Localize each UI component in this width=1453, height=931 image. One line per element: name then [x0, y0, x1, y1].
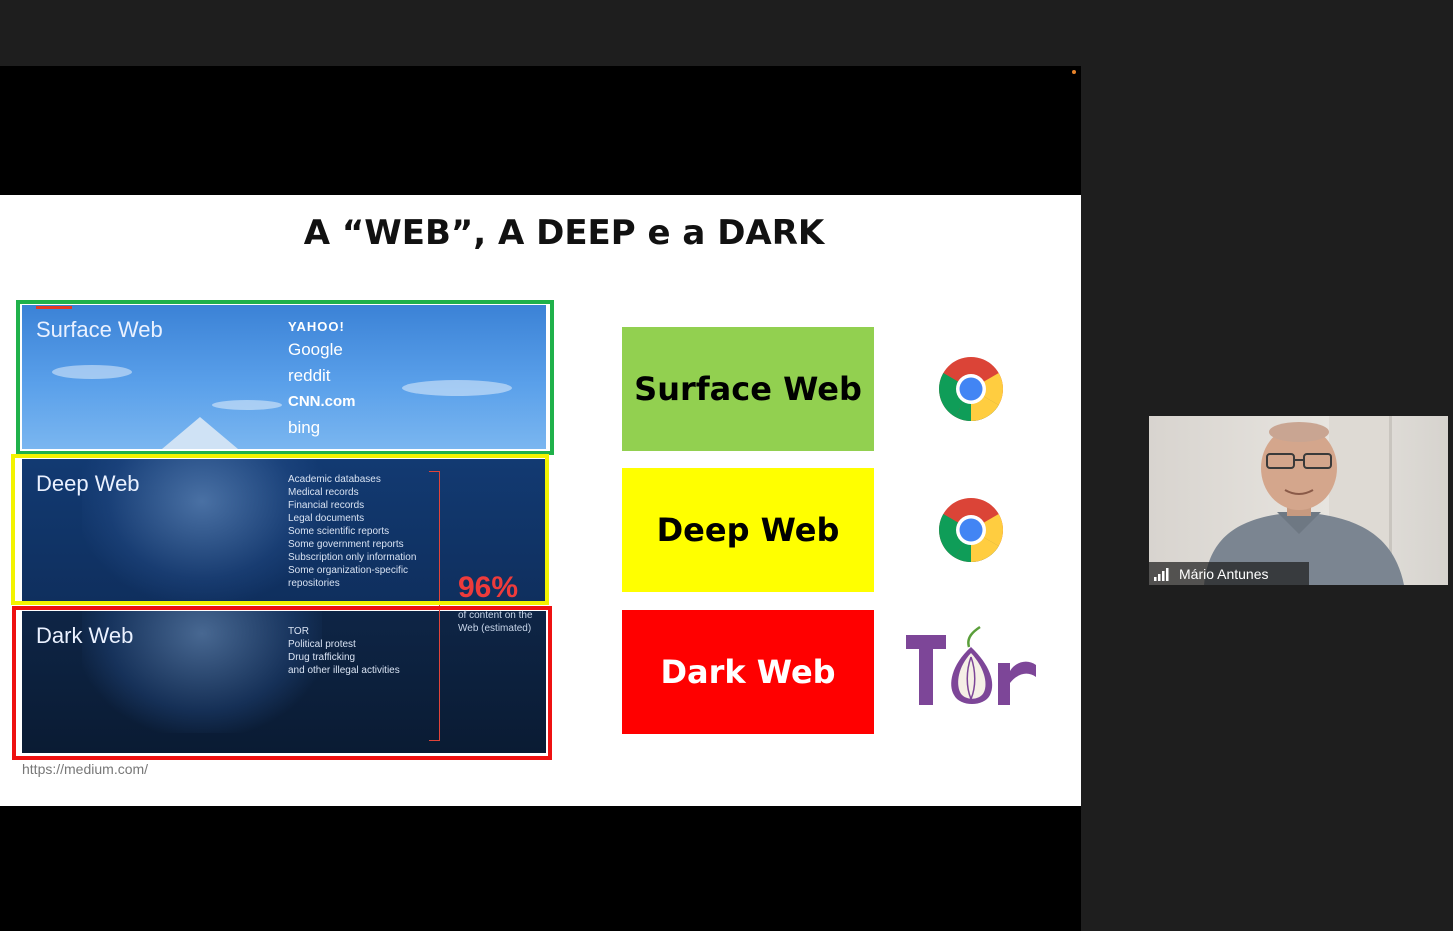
- iceberg-dark-band: Dark Web TOR Political protest Drug traf…: [22, 611, 546, 753]
- chrome-icon: [939, 357, 1003, 421]
- deep-web-list: Academic databases Medical records Finan…: [288, 473, 416, 590]
- deep-web-label: Deep Web: [622, 468, 874, 592]
- surface-web-label: Surface Web: [622, 327, 874, 451]
- deep-web-heading: Deep Web: [36, 471, 140, 496]
- cloud-shape: [52, 365, 132, 379]
- participant-video-tile[interactable]: [1149, 416, 1448, 585]
- cnn-logo: CNN.com: [288, 393, 356, 410]
- list-item: Medical records: [288, 487, 359, 498]
- iceberg-peak: [162, 417, 238, 449]
- list-item: Subscription only information: [288, 552, 417, 563]
- cloud-shape: [402, 380, 512, 396]
- iceberg-deep-bottom: [82, 611, 322, 733]
- signal-bars-icon: [1154, 567, 1169, 581]
- bing-logo: bing: [288, 418, 321, 437]
- iceberg-underwater: [82, 459, 322, 601]
- list-item: Academic databases: [288, 474, 381, 485]
- list-item: Drug trafficking: [288, 652, 356, 663]
- source-url: https://medium.com/: [22, 761, 149, 777]
- yahoo-logo: YAHOO!: [288, 319, 345, 334]
- red-accent-bar: [36, 306, 72, 309]
- list-item: Some organization-specific: [288, 565, 409, 576]
- participant-name-bar: Mário Antunes: [1149, 562, 1309, 585]
- deep-web-frame: [11, 454, 549, 605]
- reddit-logo: reddit: [288, 366, 331, 385]
- hidden-content-note: of content on the Web (estimated): [458, 610, 533, 634]
- iceberg-deep-band: Deep Web Academic databases Medical reco…: [22, 459, 546, 601]
- list-item: repositories: [288, 578, 340, 589]
- participant-video-frame: [1204, 416, 1404, 585]
- surface-web-logos: YAHOO! Google reddit CNN.com bing: [288, 317, 356, 441]
- list-item: Legal documents: [288, 513, 365, 524]
- recording-indicator-dot: [1072, 70, 1076, 74]
- list-item: Financial records: [288, 500, 365, 511]
- google-logo: Google: [288, 340, 343, 359]
- dark-web-list: TOR Political protest Drug trafficking a…: [288, 625, 400, 677]
- dark-web-label: Dark Web: [622, 610, 874, 734]
- presentation-slide: A “WEB”, A DEEP e a DARK Surface Web YAH…: [0, 195, 1081, 806]
- list-item: Some scientific reports: [288, 526, 390, 537]
- dark-web-frame: [12, 606, 552, 760]
- surface-web-heading: Surface Web: [36, 317, 163, 342]
- list-item: Political protest: [288, 639, 356, 650]
- list-item: Some government reports: [288, 539, 404, 550]
- tor-logo: [906, 625, 1036, 705]
- list-item: TOR: [288, 626, 309, 637]
- iceberg-surface-band: Surface Web YAHOO! Google reddit CNN.com…: [22, 305, 546, 449]
- list-item: and other illegal activities: [288, 665, 400, 676]
- participant-name: Mário Antunes: [1179, 565, 1269, 582]
- slide-title: A “WEB”, A DEEP e a DARK: [303, 213, 825, 253]
- cloud-shape: [212, 400, 282, 410]
- dark-web-heading: Dark Web: [36, 623, 134, 648]
- chrome-icon: [939, 498, 1003, 562]
- hidden-content-percent: 96%: [458, 571, 519, 604]
- surface-web-frame: [16, 300, 554, 455]
